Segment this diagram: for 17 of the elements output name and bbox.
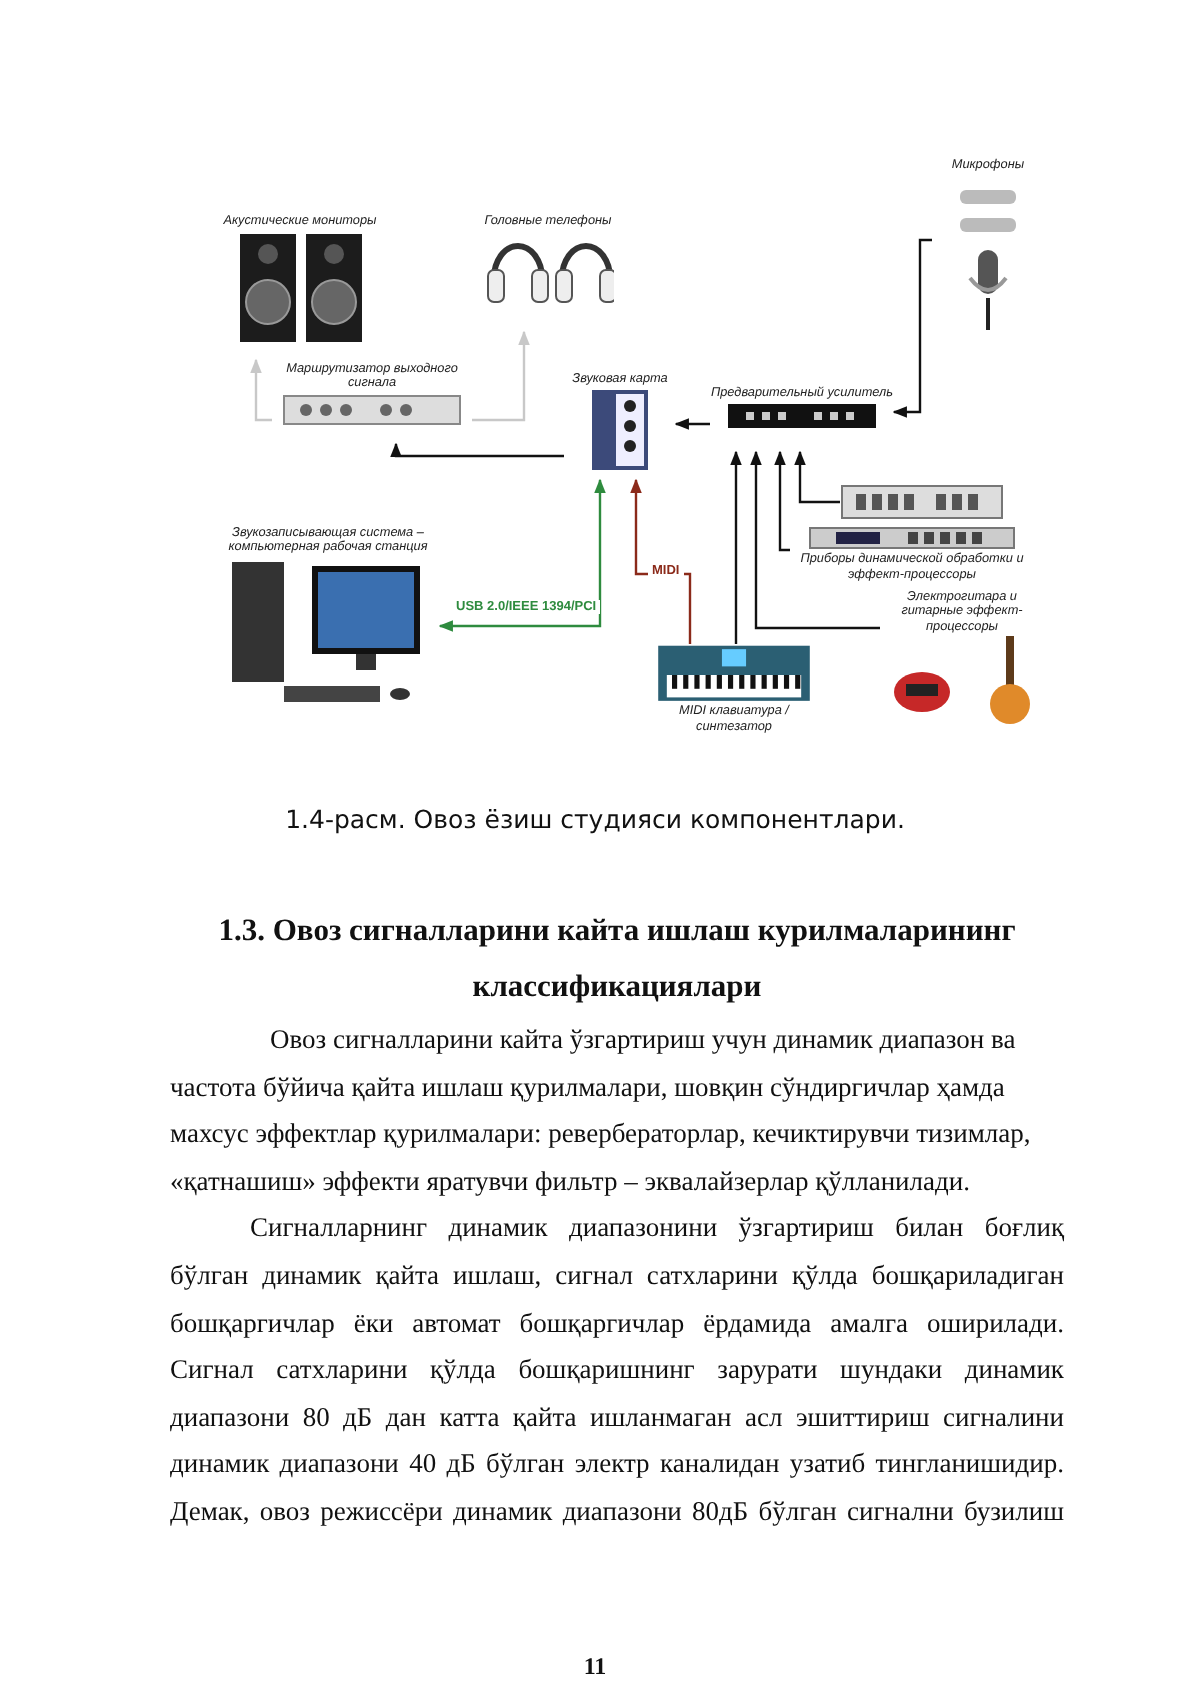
- connector-arrow: [630, 478, 692, 644]
- paragraph: Овоз сигналларини кайта ўзгартириш учун динамик диапазон ва частота бўйича қайта ишлаш қурилмалари, шовқин сўндиргичлар ҳамда махсус эффектлар қурилмалари: ревербераторлар, кечиктирувчи тизимлар, «қатнашиш» эффекти яратувчи фильтр – эквалайзерлар қўлланилади.: [170, 1022, 1033, 1200]
- page-number: 11: [581, 1652, 609, 1682]
- figure-caption: 1.4-расм. Овоз ёзиш студияси компонентлари.: [283, 804, 907, 834]
- connector-arrow: [438, 478, 606, 632]
- connector-arrow: [774, 450, 790, 552]
- section-heading: 1.3. Овоз сигналларини кайта ишлаш курилмаларининг классификациялари: [216, 912, 1018, 1008]
- connector-arrow: [730, 450, 742, 644]
- connector-arrow: [390, 442, 564, 458]
- paragraph: Сигналларнинг динамик диапазонини ўзгартириш билан боғлиқ бўлган динамик қайта ишлаш, сигнал сатхларини қўлда бошқариладиган бошқаргичлар ёки автомат бошқаргичлар ёрдамида амалга оширилади. Сигнал сатхларини қўлда бошқаришнинг зарурати шундаки динамик диапазони 80 дБ дан катта қайта ишланмаган асл эшиттириш сигналини динамик диапазони 40 дБ бўлган электр каналидан узатиб тингланишидир. Демак, овоз режиссёри динамик диапазони 80дБ бўлган сигнални бузилиш: [170, 1210, 1064, 1530]
- connector-arrow: [892, 238, 932, 418]
- connector-arrow: [250, 358, 272, 422]
- connector-arrow: [472, 330, 530, 422]
- connector-arrow: [674, 418, 710, 430]
- rack-processor-drawing: [840, 484, 1004, 520]
- connector-arrow: [794, 450, 840, 504]
- connector-arrow: [750, 450, 880, 630]
